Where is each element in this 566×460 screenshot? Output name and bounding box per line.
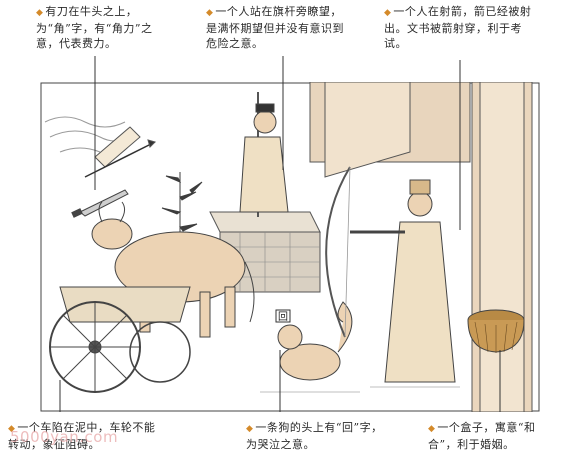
diamond-bullet-icon: ◆	[36, 8, 44, 18]
caption-top-left: ◆有刀在牛头之上，为“角”字，有“角力”之意，代表费力。	[36, 5, 153, 50]
hui-character: 回	[278, 311, 288, 323]
dog	[275, 301, 353, 381]
caption-bottom-right: ◆一个盒子，寓意“和合”，利于婚姻。	[428, 421, 536, 451]
watchman-figure	[239, 92, 289, 217]
caption-top-right: ◆一个人在射箭，箭已经被射出。文书被箭射穿，利于考试。	[384, 5, 532, 50]
stone-pedestal	[209, 211, 321, 293]
caption-top-middle: ◆一个人站在旗杆旁瞭望，是满怀期望但并没有意识到危险之意。	[206, 5, 344, 50]
diamond-bullet-icon: ◆	[8, 424, 16, 434]
diamond-bullet-icon: ◆	[246, 424, 254, 434]
diamond-bullet-icon: ◆	[206, 8, 214, 18]
cart	[49, 286, 191, 393]
illustration: 回	[40, 82, 540, 412]
scroll-with-arrow	[84, 126, 156, 178]
archer-figure	[325, 166, 456, 383]
watermark: 5000yan.com	[10, 428, 119, 446]
diamond-bullet-icon: ◆	[428, 424, 436, 434]
caption-bottom-left: ◆一个车陷在泥中，车轮不能转动，象征阻碍。	[8, 421, 156, 451]
round-box	[467, 309, 525, 353]
caption-bottom-middle: ◆一条狗的头上有“回”字，为哭泣之意。	[246, 421, 383, 451]
building	[309, 82, 533, 412]
bamboo	[161, 172, 203, 252]
ground-lines	[260, 386, 460, 393]
diamond-bullet-icon: ◆	[384, 8, 392, 18]
knife	[71, 189, 129, 218]
